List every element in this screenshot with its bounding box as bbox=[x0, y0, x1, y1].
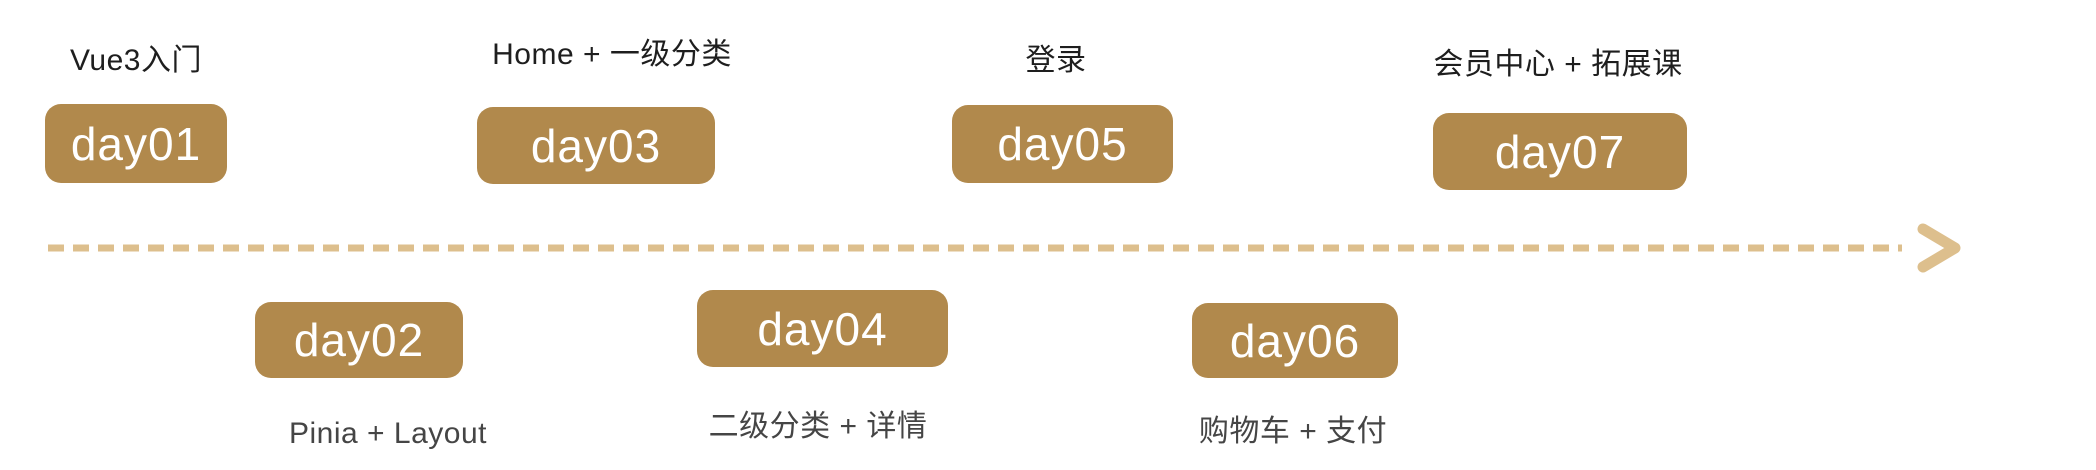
day06-caption: 购物车 + 支付 bbox=[1198, 415, 1388, 448]
day01-badge: day01 bbox=[45, 104, 227, 183]
timeline-dashed-arrow bbox=[48, 223, 1961, 273]
day06-badge: day06 bbox=[1192, 303, 1398, 378]
day07-badge: day07 bbox=[1433, 113, 1687, 190]
day02-badge: day02 bbox=[255, 302, 463, 378]
day03-badge: day03 bbox=[477, 107, 715, 184]
arrow-right-icon bbox=[1917, 223, 1961, 273]
day03-caption: Home + 一级分类 bbox=[492, 38, 732, 71]
day05-caption: 登录 bbox=[1025, 44, 1087, 77]
day01-caption: Vue3入门 bbox=[70, 44, 202, 77]
day04-badge: day04 bbox=[697, 290, 948, 367]
day07-caption: 会员中心 + 拓展课 bbox=[1433, 48, 1683, 81]
day02-caption: Pinia + Layout bbox=[289, 417, 487, 450]
day05-badge: day05 bbox=[952, 105, 1173, 183]
day04-caption: 二级分类 + 详情 bbox=[708, 410, 928, 443]
